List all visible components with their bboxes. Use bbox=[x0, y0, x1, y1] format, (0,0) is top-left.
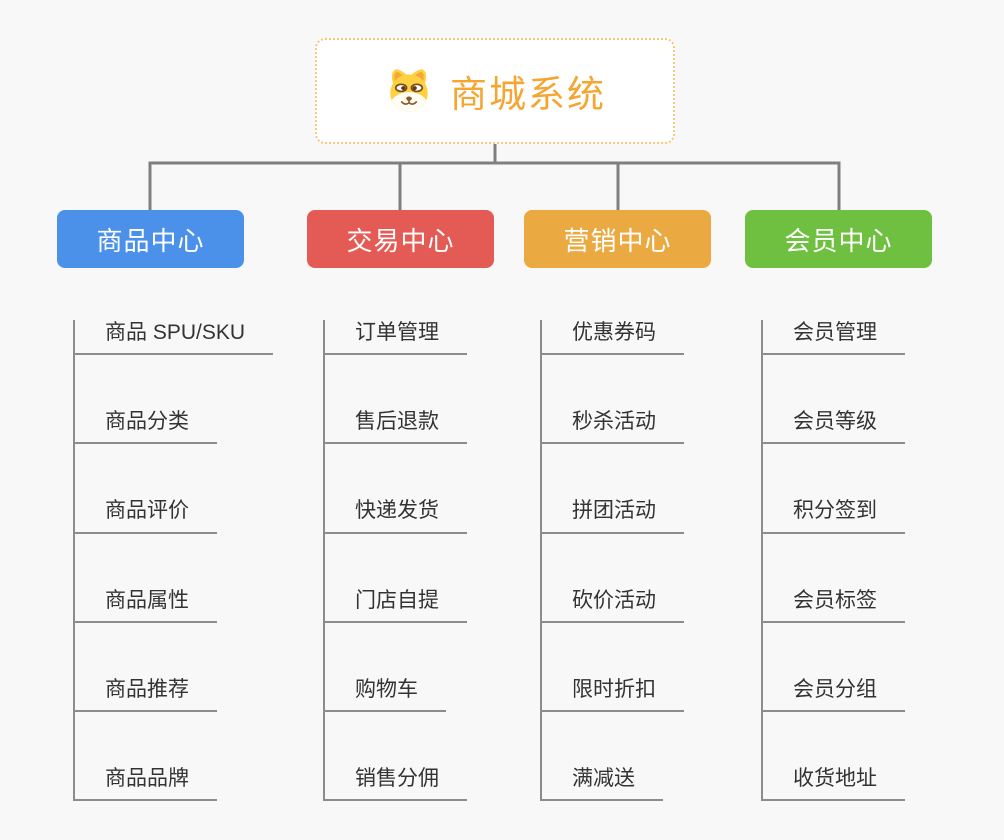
leaf-node[interactable]: 商品分类 bbox=[75, 409, 217, 445]
leaf-node[interactable]: 拼团活动 bbox=[542, 498, 684, 534]
leaf-node[interactable]: 订单管理 bbox=[325, 320, 467, 356]
branch-node[interactable]: 会员中心 bbox=[745, 210, 932, 268]
leaf-node[interactable]: 限时折扣 bbox=[542, 677, 684, 712]
branch-node[interactable]: 营销中心 bbox=[524, 210, 711, 268]
leaf-node[interactable]: 商品品牌 bbox=[75, 766, 217, 802]
branch-node[interactable]: 交易中心 bbox=[307, 210, 494, 268]
leaf-node[interactable]: 积分签到 bbox=[763, 498, 905, 534]
branch-label: 商品中心 bbox=[96, 225, 205, 256]
leaf-node[interactable]: 售后退款 bbox=[325, 409, 467, 445]
leaf-node[interactable]: 商品 SPU/SKU bbox=[75, 320, 274, 356]
branch-items: 优惠券码秒杀活动拼团活动砍价活动限时折扣满减送 bbox=[540, 320, 684, 802]
leaf-node[interactable]: 快递发货 bbox=[325, 498, 467, 534]
branch-label: 交易中心 bbox=[346, 225, 455, 256]
branch-items: 商品 SPU/SKU 商品分类商品评价商品属性商品推荐商品品牌 bbox=[73, 320, 274, 802]
leaf-node[interactable]: 满减送 bbox=[542, 766, 663, 802]
leaf-node[interactable]: 砍价活动 bbox=[542, 588, 684, 623]
leaf-node[interactable]: 门店自提 bbox=[325, 588, 467, 623]
leaf-node[interactable]: 会员管理 bbox=[763, 320, 905, 356]
leaf-node[interactable]: 会员标签 bbox=[763, 588, 905, 623]
leaf-node[interactable]: 优惠券码 bbox=[542, 320, 684, 356]
branch-items: 会员管理会员等级积分签到会员标签会员分组收货地址 bbox=[761, 320, 905, 802]
doge-icon bbox=[390, 69, 428, 112]
leaf-node[interactable]: 购物车 bbox=[325, 677, 446, 712]
branch-column: 营销中心 优惠券码秒杀活动拼团活动砍价活动限时折扣满减送 bbox=[524, 210, 764, 802]
leaf-node[interactable]: 秒杀活动 bbox=[542, 409, 684, 445]
leaf-node[interactable]: 会员分组 bbox=[763, 677, 905, 712]
branch-column: 商品中心 商品 SPU/SKU 商品分类商品评价商品属性商品推荐商品品牌 bbox=[57, 210, 297, 802]
leaf-node[interactable]: 商品评价 bbox=[75, 498, 217, 534]
leaf-node[interactable]: 商品属性 bbox=[75, 588, 217, 623]
leaf-node[interactable]: 收货地址 bbox=[763, 766, 905, 802]
branch-label: 会员中心 bbox=[784, 225, 893, 256]
root-title: 商城系统 bbox=[450, 74, 606, 115]
branch-node[interactable]: 商品中心 bbox=[57, 210, 244, 268]
root-node[interactable]: 商城系统 bbox=[315, 38, 675, 144]
leaf-node[interactable]: 商品推荐 bbox=[75, 677, 217, 712]
leaf-node[interactable]: 会员等级 bbox=[763, 409, 905, 445]
branch-label: 营销中心 bbox=[563, 225, 672, 256]
branch-items: 订单管理售后退款快递发货门店自提购物车销售分佣 bbox=[323, 320, 467, 802]
branch-column: 交易中心 订单管理售后退款快递发货门店自提购物车销售分佣 bbox=[307, 210, 547, 802]
leaf-node[interactable]: 销售分佣 bbox=[325, 766, 467, 802]
branch-column: 会员中心 会员管理会员等级积分签到会员标签会员分组收货地址 bbox=[745, 210, 985, 802]
